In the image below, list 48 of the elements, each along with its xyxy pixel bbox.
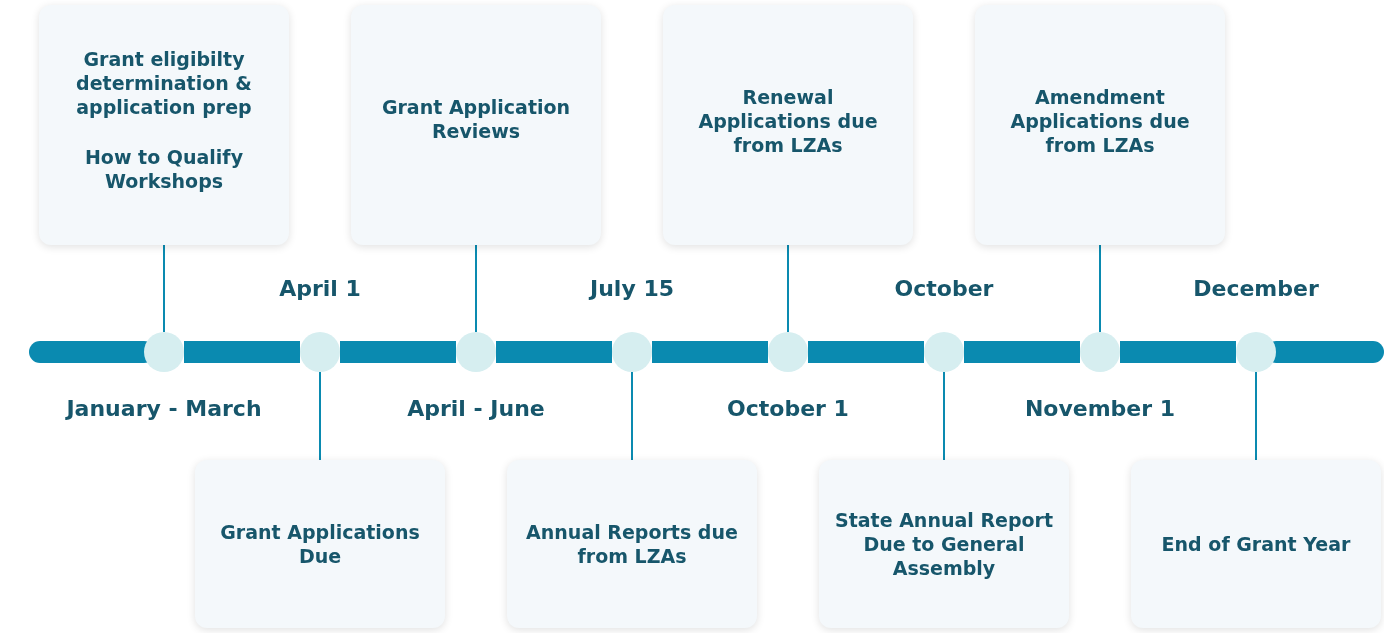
event-text: How to Qualify Workshops xyxy=(83,145,245,193)
event-text: End of Grant Year xyxy=(1161,532,1351,556)
event-card xyxy=(663,5,913,245)
date-label: July 15 xyxy=(590,276,674,301)
event-text: Annual Reports due from LZAs xyxy=(525,520,739,568)
timeline-bar xyxy=(1120,341,1236,363)
event-card xyxy=(39,5,289,245)
leader-line xyxy=(319,371,321,461)
timeline-marker xyxy=(612,332,652,372)
date-label: April - June xyxy=(407,396,545,421)
event-card xyxy=(351,5,601,245)
timeline-bar xyxy=(496,341,612,363)
event-text: Grant Applications Due xyxy=(219,520,421,568)
date-label: January - March xyxy=(66,396,262,421)
leader-line xyxy=(475,244,477,333)
timeline-bar xyxy=(808,341,924,363)
date-label: November 1 xyxy=(1024,396,1176,421)
date-label: December xyxy=(1193,276,1319,301)
leader-line xyxy=(787,244,789,333)
event-card xyxy=(1131,460,1381,628)
date-label: October 1 xyxy=(727,396,849,421)
timeline-marker xyxy=(924,332,964,372)
leader-line xyxy=(1255,371,1257,461)
date-label: April 1 xyxy=(279,276,361,301)
event-text: Grant Application Reviews xyxy=(380,95,572,143)
timeline-marker xyxy=(768,332,808,372)
leader-line xyxy=(163,244,165,333)
date-label: October xyxy=(894,276,994,301)
timeline-bar xyxy=(652,341,768,363)
timeline-marker xyxy=(456,332,496,372)
event-card xyxy=(819,460,1069,628)
leader-line xyxy=(943,371,945,461)
event-text: Amendment Applications due from LZAs xyxy=(1009,85,1191,157)
event-text: Renewal Applications due from LZAs xyxy=(697,85,879,157)
event-card xyxy=(507,460,757,628)
leader-line xyxy=(1099,244,1101,333)
timeline-marker xyxy=(1236,332,1276,372)
timeline-marker xyxy=(1080,332,1120,372)
timeline-bar xyxy=(340,341,456,363)
event-text: State Annual Report Due to General Assembly xyxy=(834,508,1054,580)
event-card xyxy=(195,460,445,628)
timeline-marker xyxy=(300,332,340,372)
timeline-bar xyxy=(964,341,1080,363)
leader-line xyxy=(631,371,633,461)
event-card xyxy=(975,5,1225,245)
event-text: Grant eligibilty determination & application prep xyxy=(75,47,253,119)
timeline-marker xyxy=(144,332,184,372)
timeline-bar xyxy=(184,341,300,363)
